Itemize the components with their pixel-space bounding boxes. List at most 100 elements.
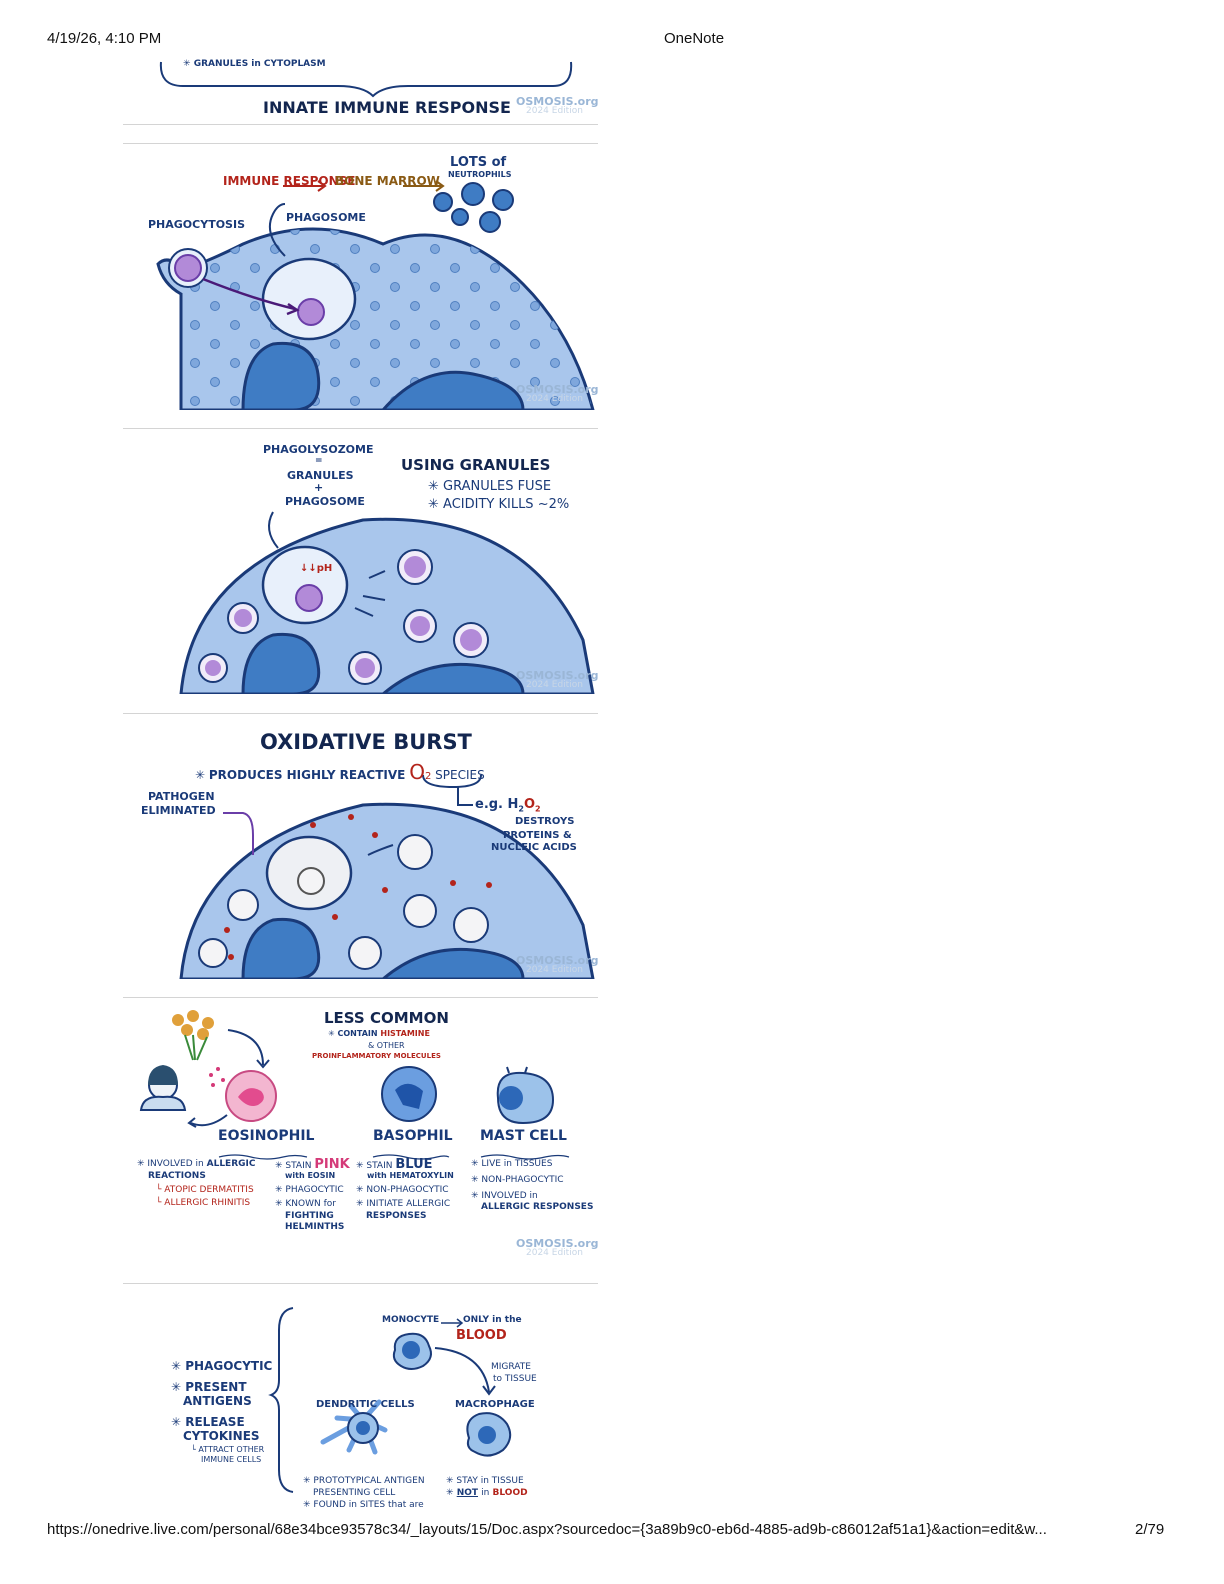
eos-reactions: REACTIONS [148,1171,206,1181]
separator [123,428,598,429]
phagosome-label: PHAGOSOME [286,211,366,224]
eos-fighting: FIGHTING [285,1211,334,1221]
mast-live: ✳ LIVE in TISSUES [471,1159,553,1169]
print-url: https://onedrive.live.com/personal/68e34… [47,1521,1047,1538]
macrophage-cell-icon [466,1412,512,1457]
monocyte-cell-icon [392,1332,432,1370]
immune-cells-label: IMMUNE CELLS [201,1455,262,1464]
mac-not-in-blood: ✳ NOT in BLOOD [446,1488,528,1498]
eliminated-label: ELIMINATED [141,804,216,817]
baso-initiate: ✳ INITIATE ALLERGIC [356,1199,451,1209]
eos-with-eosin: with EOSIN [285,1171,336,1180]
print-page-number: 2/79 [1135,1521,1165,1538]
less-common-title: LESS COMMON [324,1009,449,1027]
panel-granulocytes: LESS COMMON ✳ CONTAIN HISTAMINE & OTHER … [123,1005,598,1265]
eos-involved: ✳ INVOLVED in ALLERGIC [137,1159,256,1169]
innate-title: INNATE IMMUNE RESPONSE [263,98,511,117]
oxidative-drawing [179,774,595,979]
produces-line: ✳ PRODUCES HIGHLY REACTIVE O2 SPECIES [195,760,485,784]
attract-label: └ ATTRACT OTHER [191,1445,265,1454]
using-granules-title: USING GRANULES [401,456,551,474]
panel-monocytes: ✳ PHAGOCYTIC ✳ PRESENT ANTIGENS ✳ RELEAS… [123,1300,598,1515]
dc-presenting: PRESENTING CELL [313,1488,396,1498]
nucleic-acids-label: NUCLEIC ACIDS [491,842,577,853]
migrate-label: MIGRATE [491,1362,531,1372]
eosinophil-title: EOSINOPHIL [218,1128,315,1144]
separator [123,1283,598,1284]
granulocytes-drawing [139,1010,570,1160]
phagocytosis-label: PHAGOCYTOSIS [148,218,245,231]
macrophage-title: MACROPHAGE [455,1399,535,1410]
phagolysozome-label: PHAGOLYSOZOME [263,443,374,456]
baso-hematoxylin: with HEMATOXYLIN [367,1171,454,1180]
oxidative-burst-title: OXIDATIVE BURST [260,730,472,754]
phagosome-label: PHAGOSOME [285,495,365,508]
panel-innate-immune-header: ✳ GRANULES in CYTOPLASM INNATE IMMUNE RE… [123,56,598,124]
brace-drawing [159,61,573,98]
panel-phagocytosis: IMMUNE RESPONSE BONE MARROW LOTS of NEUT… [123,144,598,410]
print-app-title: OneNote [664,30,725,47]
granules-fuse-bullet: ✳ GRANULES FUSE [428,479,552,494]
eos-rhinitis: └ ALLERGIC RHINITIS [156,1198,251,1208]
panel-oxidative-burst: OXIDATIVE BURST ✳ PRODUCES HIGHLY REACTI… [123,725,598,979]
eos-phagocytic: ✳ PHAGOCYTIC [275,1185,344,1195]
proteins-label: PROTEINS & [503,830,572,841]
monocyte-label: MONOCYTE [382,1315,440,1325]
separator [123,124,598,125]
baso-responses: RESPONSES [366,1211,427,1221]
basophil-title: BASOPHIL [373,1128,453,1144]
cytokines-label: CYTOKINES [183,1429,260,1443]
acidity-kills-bullet: ✳ ACIDITY KILLS ~2% [428,497,570,512]
monocyte-drawing [268,1307,512,1493]
destroys-label: DESTROYS [515,816,575,827]
separator [123,143,598,144]
baso-nonphagocytic: ✳ NON-PHAGOCYTIC [356,1185,449,1195]
mast-allergic: ALLERGIC RESPONSES [481,1202,594,1212]
dc-prototypical: ✳ PROTOTYPICAL ANTIGEN [303,1476,425,1486]
ph-drop-label: ↓↓pH [300,563,333,574]
mac-stay: ✳ STAY in TISSUE [446,1476,524,1486]
sneezing-person-icon [139,1065,187,1111]
plus-sign: + [314,481,324,494]
eos-known-for: ✳ KNOWN for [275,1199,336,1209]
mast-cell-title: MAST CELL [480,1128,567,1144]
separator [123,997,598,998]
bone-marrow-label: BONE MARROW [335,174,440,188]
only-in-label: ONLY in the [463,1315,522,1325]
pollen-flowers-icon [172,1010,214,1061]
mast-nonphagocytic: ✳ NON-PHAGOCYTIC [471,1175,564,1185]
and-other: & OTHER [368,1041,405,1050]
separator [123,713,598,714]
to-tissue-label: to TISSUE [493,1374,537,1384]
eos-helminths: HELMINTHS [285,1222,345,1232]
neutrophils-label: NEUTROPHILS [448,170,512,179]
mast-involved: ✳ INVOLVED in [471,1191,538,1201]
contain-histamine: ✳ CONTAIN HISTAMINE [328,1029,430,1038]
phagocytosis-drawing [156,180,595,410]
eos-atopic: └ ATOPIC DERMATITIS [156,1185,254,1195]
granules-drawing [179,511,595,694]
phagocytic-bullet: ✳ PHAGOCYTIC [171,1359,273,1373]
antigens-label: ANTIGENS [183,1394,252,1408]
dendritic-cell-icon [320,1399,388,1455]
pathogen-label: PATHOGEN [148,790,215,803]
release-bullet: ✳ RELEASE [171,1415,245,1429]
panel-using-granules: PHAGOLYSOZOME = GRANULES + PHAGOSOME USI… [123,440,598,694]
proinflammatory-label: PROINFLAMMATORY MOLECULES [312,1052,441,1060]
equals-sign: = [315,456,323,466]
present-bullet: ✳ PRESENT [171,1380,247,1394]
eos-stain: ✳ STAIN PINK [275,1157,350,1172]
baso-stain: ✳ STAIN BLUE [356,1157,433,1172]
granules-label: GRANULES [287,469,354,482]
dendritic-cells-title: DENDRITIC CELLS [316,1399,415,1410]
print-datetime: 4/19/26, 4:10 PM [47,30,162,47]
immune-response-label: IMMUNE RESPONSE [223,174,356,188]
lots-of-label: LOTS of [450,155,507,170]
dc-found-in: ✳ FOUND in SITES that are [303,1500,424,1510]
granules-bullet: ✳ GRANULES in CYTOPLASM [183,59,326,69]
